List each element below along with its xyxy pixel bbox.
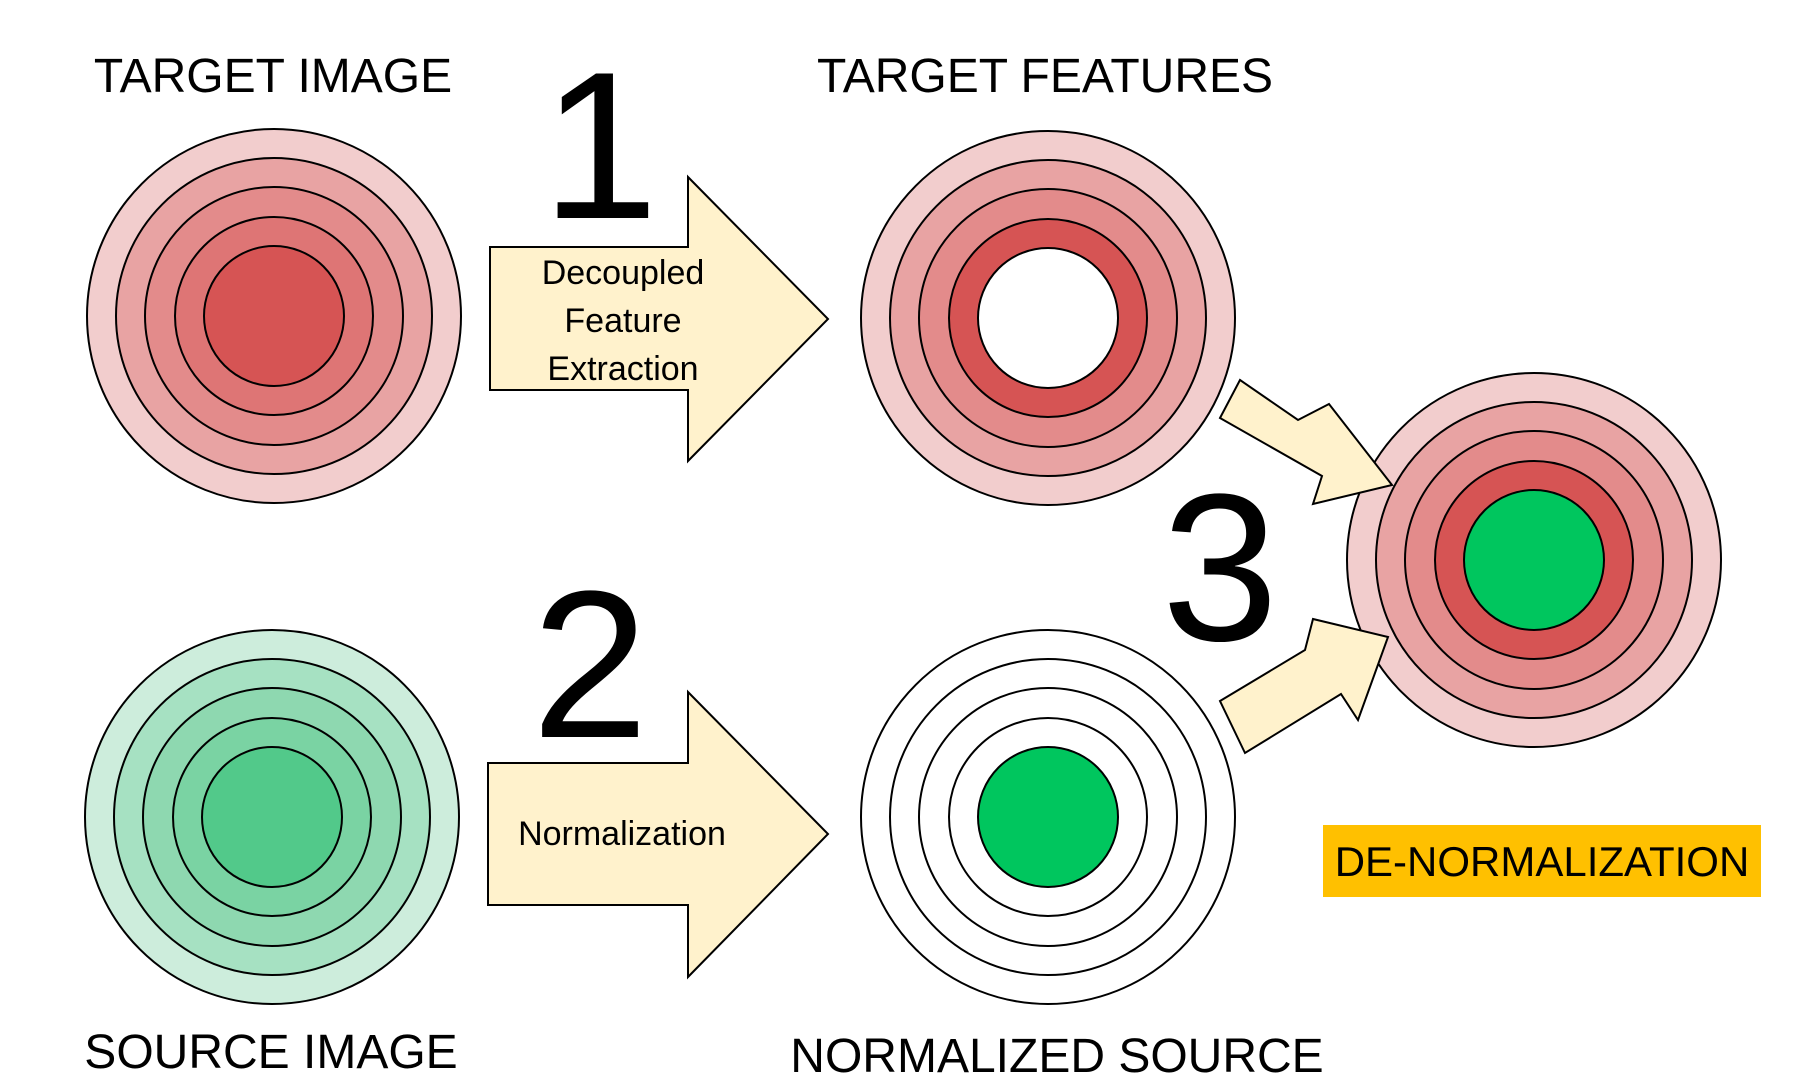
target-features-hollow-core <box>977 247 1119 389</box>
target-features-merge-arrow <box>1218 378 1394 506</box>
normalized-source-core <box>977 746 1119 888</box>
target-image-core <box>203 245 345 387</box>
normalized-source-merge-arrow <box>1218 617 1390 755</box>
denormalized-result-core <box>1463 489 1605 631</box>
target-features-circles <box>860 130 1236 506</box>
normalization-label: Normalization <box>518 815 726 853</box>
normalization-arrow <box>487 689 830 980</box>
source-image-title: SOURCE IMAGE <box>84 1026 457 1075</box>
feature-extraction-label-line-2: Feature <box>564 302 681 340</box>
normalized-source-title: NORMALIZED SOURCE <box>790 1030 1323 1075</box>
source-image-core <box>201 746 343 888</box>
target-features-title: TARGET FEATURES <box>817 50 1273 103</box>
feature-extraction-arrow <box>489 174 830 464</box>
target-image-circles <box>86 128 462 504</box>
step-3-number: 3 <box>1162 450 1279 685</box>
step-2-number: 2 <box>532 547 649 782</box>
normalized-source-circles <box>860 629 1236 1005</box>
step-1-number: 1 <box>542 28 659 263</box>
de-normalization-badge <box>1323 825 1761 897</box>
source-image-circles <box>84 629 460 1005</box>
de-normalization-label: DE-NORMALIZATION <box>1335 838 1750 885</box>
target-image-title: TARGET IMAGE <box>94 50 452 103</box>
denormalized-result-circles <box>1346 372 1722 748</box>
feature-extraction-label-line-1: Decoupled <box>542 254 705 292</box>
feature-extraction-label-line-3: Extraction <box>547 350 698 388</box>
